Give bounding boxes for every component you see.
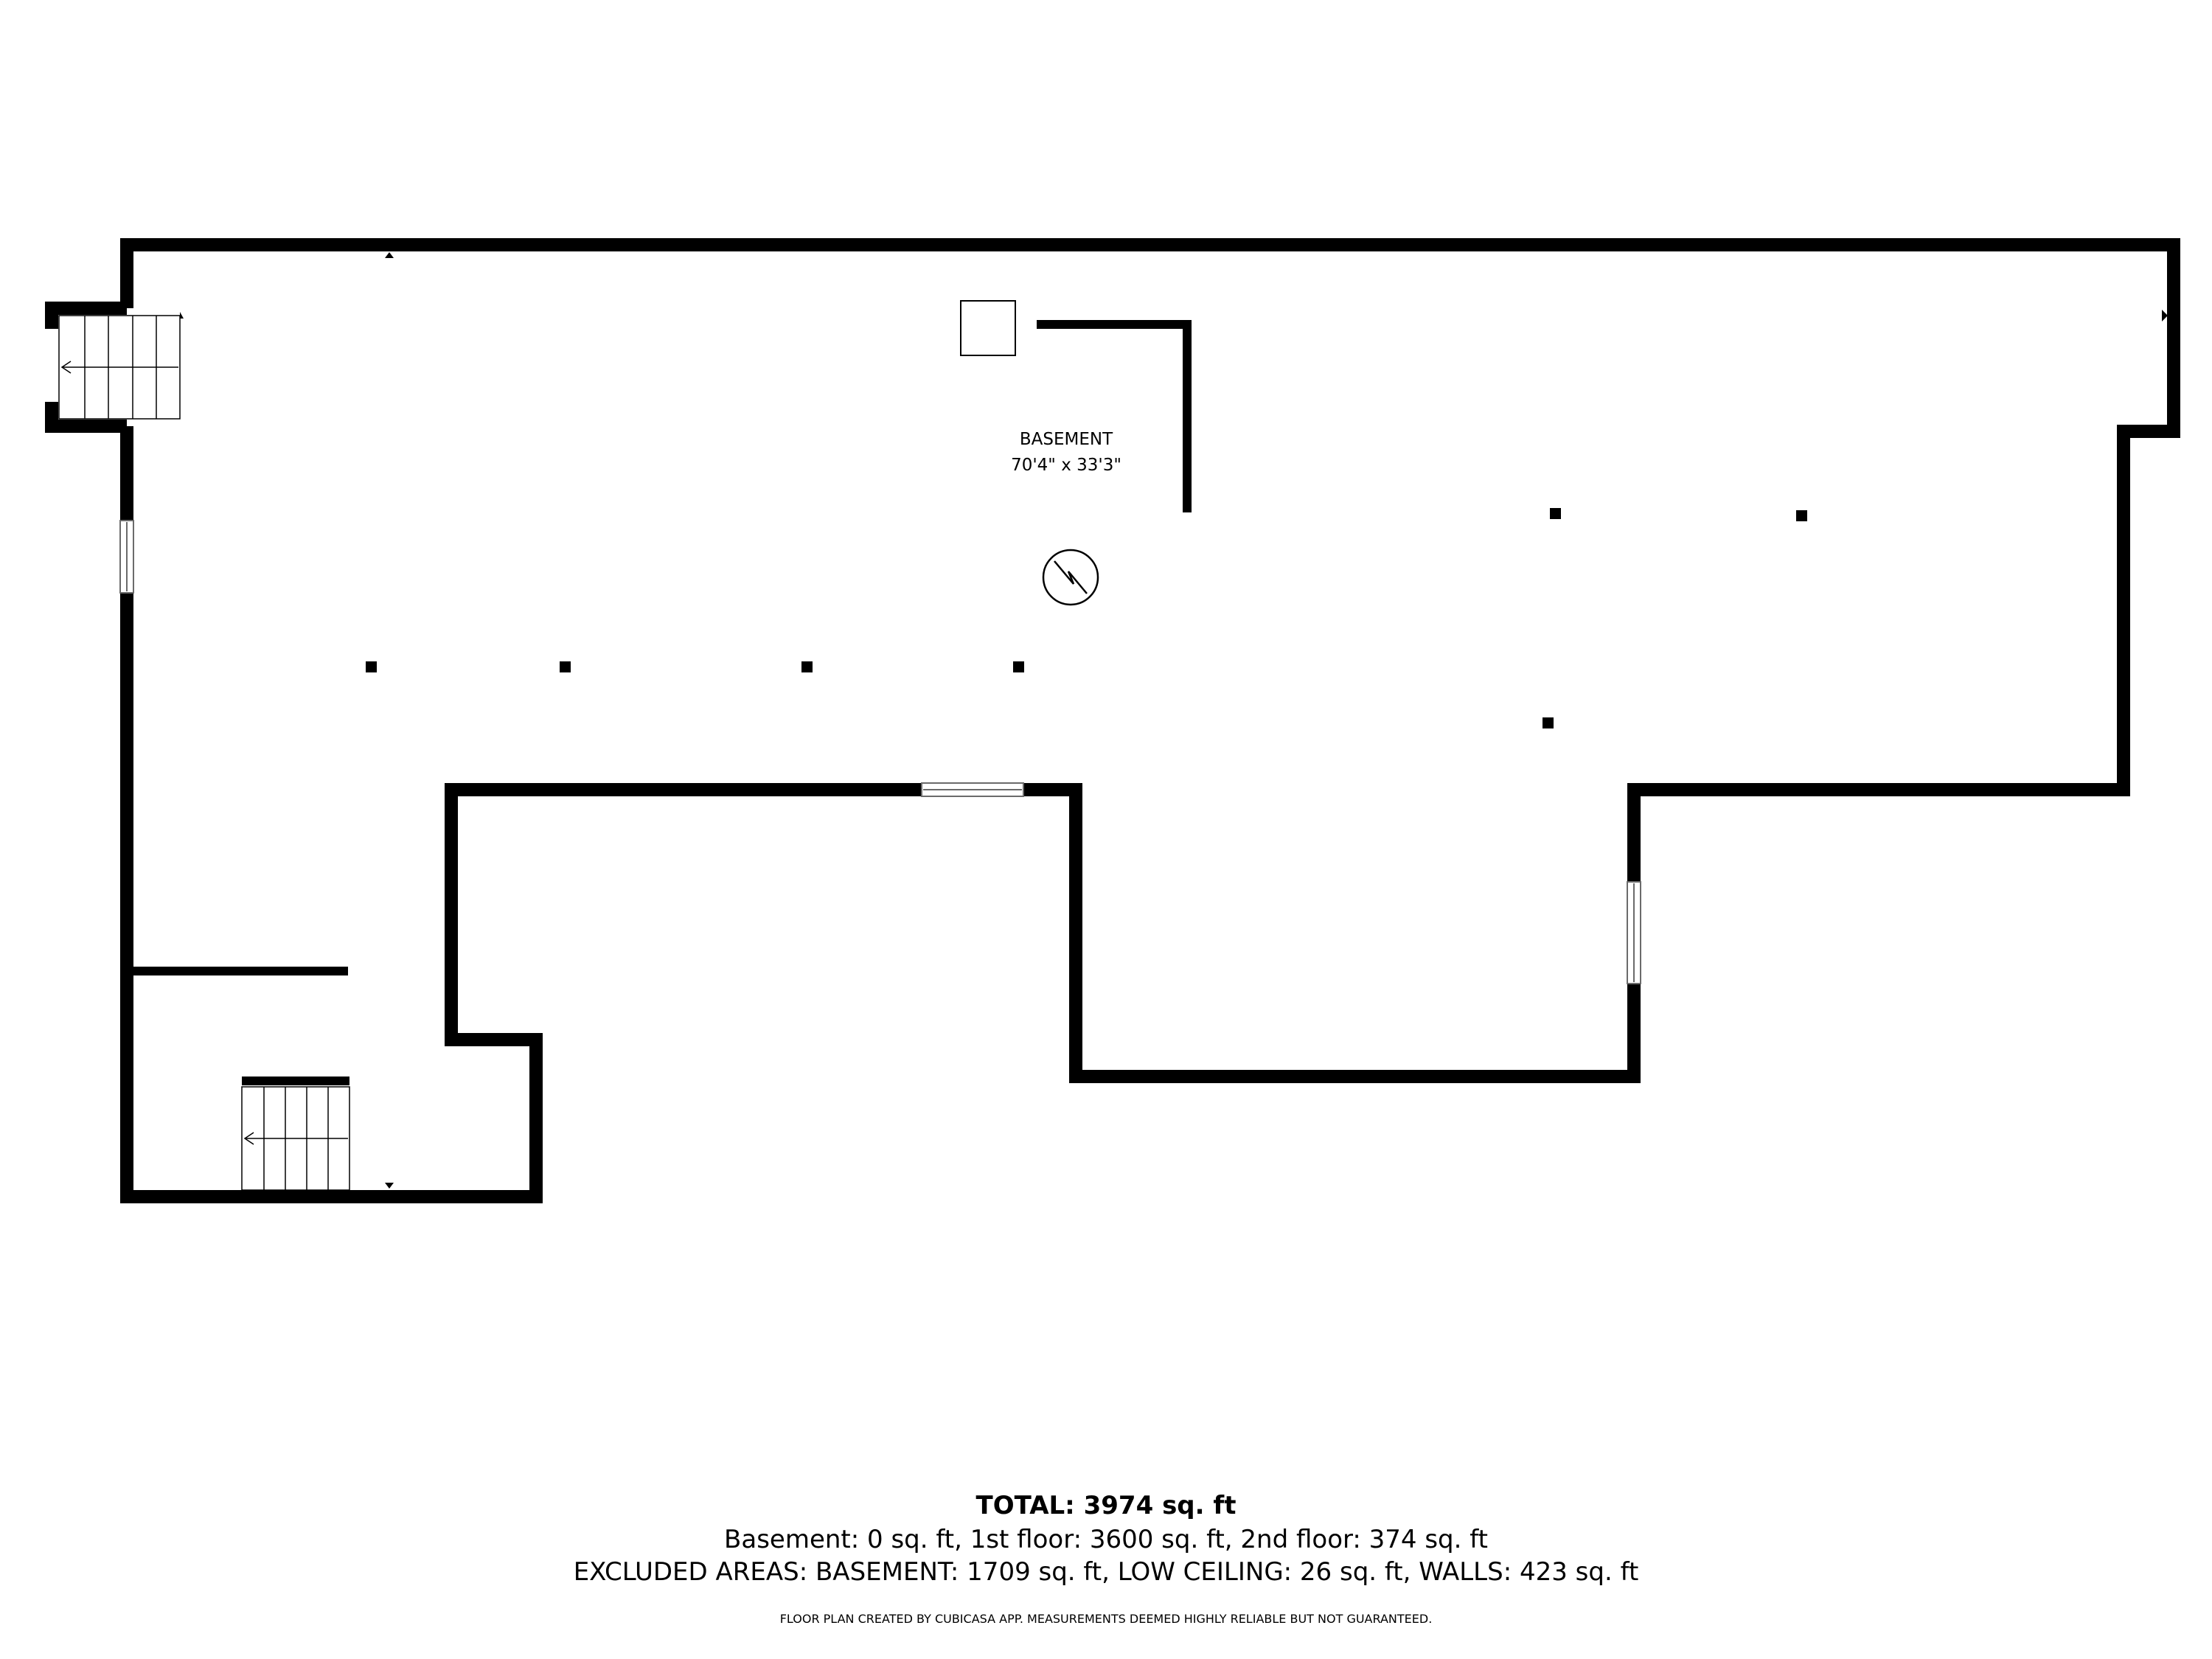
exterior-walls [45,238,2180,1203]
support-posts [366,508,1807,728]
exterior-wall-main [120,238,2180,1203]
interior-walls [131,320,1192,1085]
support-post-icon [1796,510,1807,521]
excluded-areas: EXCLUDED AREAS: BASEMENT: 1709 sq. ft, L… [573,1557,1639,1587]
water-heater-icon [1042,549,1099,606]
support-post-icon [1013,661,1024,672]
disclaimer: FLOOR PLAN CREATED BY CUBICASA APP. MEAS… [779,1612,1433,1626]
staircase-icon [58,312,184,420]
stair-nook-wall-bottom [45,402,127,433]
door-marker-icon [385,1183,394,1189]
support-post-icon [1550,508,1561,519]
windows [119,520,1641,984]
furnace-partition-wall [1037,320,1192,512]
total-area: TOTAL: 3974 sq. ft [975,1491,1237,1520]
room-dimensions: 70'4" x 33'3" [1011,456,1121,475]
floor-opening-icon [960,300,1016,356]
door-markers [385,252,2168,1189]
support-post-icon [1543,717,1554,728]
support-post-icon [560,661,571,672]
window-icon [921,782,1024,797]
door-marker-icon [385,252,394,258]
room-name: BASEMENT [1020,430,1113,449]
stair-nook-wall-top [45,302,127,329]
floor-areas: Basement: 0 sq. ft, 1st floor: 3600 sq. … [724,1525,1488,1554]
window-icon [119,520,134,594]
support-post-icon [801,661,813,672]
door-marker-icon [2162,310,2168,321]
staircase-icon [241,1086,350,1191]
window-icon [1627,881,1641,984]
support-post-icon [366,661,377,672]
